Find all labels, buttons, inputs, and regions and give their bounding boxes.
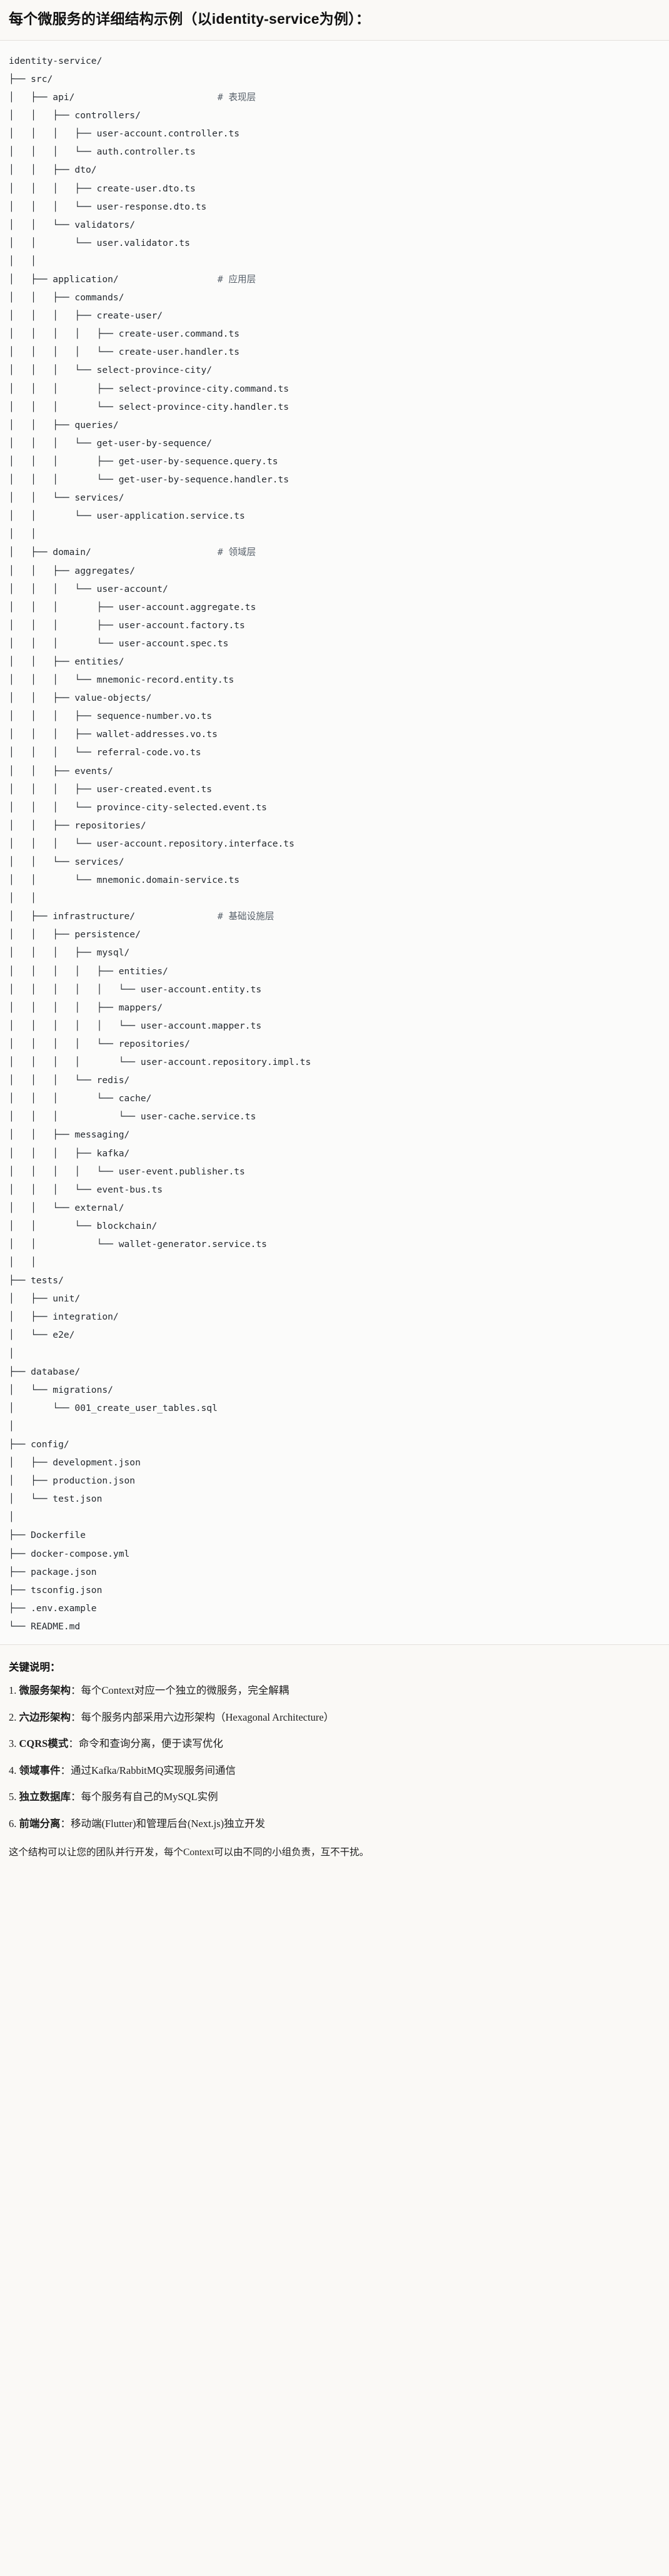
note-item: 4. 领域事件：通过Kafka/RabbitMQ实现服务间通信 bbox=[9, 1763, 660, 1779]
note-separator: ： bbox=[71, 1684, 81, 1697]
directory-tree: identity-service/ ├── src/ │ ├── api/ # … bbox=[9, 55, 311, 1632]
note-text: 命令和查询分离，便于读写优化 bbox=[78, 1738, 223, 1750]
note-number: 1. bbox=[9, 1684, 17, 1697]
document-page: 每个微服务的详细结构示例（以identity-service为例）： ident… bbox=[0, 11, 669, 1875]
note-text: 每个Context对应一个独立的微服务，完全解耦 bbox=[81, 1684, 289, 1697]
note-text: 每个服务有自己的MySQL实例 bbox=[81, 1791, 218, 1803]
note-item: 6. 前端分离：移动端(Flutter)和管理后台(Next.js)独立开发 bbox=[9, 1816, 660, 1832]
directory-tree-block: identity-service/ ├── src/ │ ├── api/ # … bbox=[0, 40, 669, 1645]
note-separator: ： bbox=[71, 1711, 81, 1723]
title-divider bbox=[0, 39, 669, 41]
note-number: 5. bbox=[9, 1791, 17, 1803]
note-text: 通过Kafka/RabbitMQ实现服务间通信 bbox=[71, 1764, 236, 1776]
note-label: 六边形架构 bbox=[19, 1711, 71, 1723]
note-label: 微服务架构 bbox=[19, 1684, 71, 1697]
note-separator: ： bbox=[60, 1817, 71, 1830]
note-item: 2. 六边形架构：每个服务内部采用六边形架构（Hexagonal Archite… bbox=[9, 1709, 660, 1726]
note-separator: ： bbox=[71, 1791, 81, 1803]
note-label: 独立数据库 bbox=[19, 1791, 71, 1803]
note-number: 4. bbox=[9, 1764, 17, 1776]
note-item: 1. 微服务架构：每个Context对应一个独立的微服务，完全解耦 bbox=[9, 1683, 660, 1699]
key-notes-title: 关键说明： bbox=[9, 1662, 61, 1674]
note-item: 3. CQRS模式：命令和查询分离，便于读写优化 bbox=[9, 1736, 660, 1752]
note-separator: ： bbox=[68, 1738, 79, 1750]
note-label: 前端分离 bbox=[19, 1817, 61, 1830]
note-text: 移动端(Flutter)和管理后台(Next.js)独立开发 bbox=[71, 1817, 266, 1830]
note-number: 6. bbox=[9, 1817, 17, 1830]
note-label: 领域事件 bbox=[19, 1764, 61, 1776]
note-text: 每个服务内部采用六边形架构（Hexagonal Architecture） bbox=[81, 1711, 334, 1723]
note-number: 2. bbox=[9, 1711, 17, 1723]
note-number: 3. bbox=[9, 1738, 17, 1750]
note-separator: ： bbox=[60, 1764, 71, 1776]
note-label: CQRS模式 bbox=[19, 1738, 69, 1750]
closing-paragraph: 这个结构可以让您的团队并行开发，每个Context可以由不同的小组负责，互不干扰… bbox=[9, 1847, 370, 1858]
note-item: 5. 独立数据库：每个服务有自己的MySQL实例 bbox=[9, 1789, 660, 1805]
page-title: 每个微服务的详细结构示例（以identity-service为例）： bbox=[9, 11, 371, 27]
tree-divider bbox=[0, 1644, 669, 1646]
key-notes-section: 关键说明： 1. 微服务架构：每个Context对应一个独立的微服务，完全解耦 … bbox=[0, 1645, 669, 1875]
